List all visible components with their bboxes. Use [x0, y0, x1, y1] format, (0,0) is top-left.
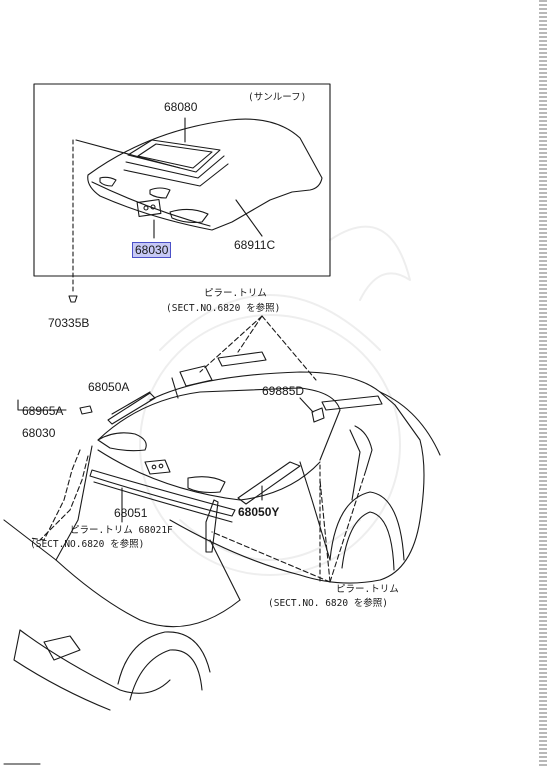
trim-68050y [237, 461, 301, 505]
sunroof-note: (サンルーフ) [248, 92, 307, 103]
top-pillar-sect-note: (SECT.NO.6820 を参照) [166, 303, 281, 314]
roof-rail-trims [171, 351, 383, 411]
page-edge-perforation [539, 0, 547, 768]
part-label-69885d[interactable]: 69885D [262, 384, 305, 398]
clip-69885d [299, 397, 325, 423]
left-pillar-trim-note: ピラー.トリム 68021F [70, 525, 173, 536]
top-pillar-leaders [199, 315, 317, 381]
part-label-68911c[interactable]: 68911C [234, 238, 276, 252]
headliner-sunroof [75, 117, 323, 239]
bottom-pillar-sect-note: (SECT.NO. 6820 を参照) [268, 598, 389, 609]
part-label-68051[interactable]: 68051 [114, 506, 148, 520]
part-label-68050y[interactable]: 68050Y [238, 505, 280, 519]
car-body [3, 371, 441, 711]
sunroof-inset-frame [33, 83, 331, 277]
part-label-68030[interactable]: 68030 [22, 426, 56, 440]
headliner-lower-68030 [97, 432, 321, 501]
part-label-70335b[interactable]: 70335B [48, 316, 90, 330]
clip-70335b-shape [68, 295, 78, 303]
left-pillar-sect-note: (SECT.NO.6820 を参照) [30, 539, 145, 550]
clip-68965a [17, 399, 93, 415]
bottom-pillar-leaders [211, 469, 367, 583]
a-pillar-trim-lower [205, 499, 219, 553]
top-pillar-trim-note: ピラー.トリム [204, 288, 267, 299]
watermark [139, 225, 411, 576]
bottom-pillar-trim-note: ピラー.トリム [336, 584, 399, 595]
part-label-68965a[interactable]: 68965A [22, 404, 64, 418]
part-label-68080[interactable]: 68080 [164, 100, 198, 114]
part-label-68050a[interactable]: 68050A [88, 380, 130, 394]
left-pillar-leaders [29, 449, 89, 541]
pillar-trim-68050a [107, 391, 156, 425]
part-label-68030-highlighted[interactable]: 68030 [132, 242, 172, 258]
